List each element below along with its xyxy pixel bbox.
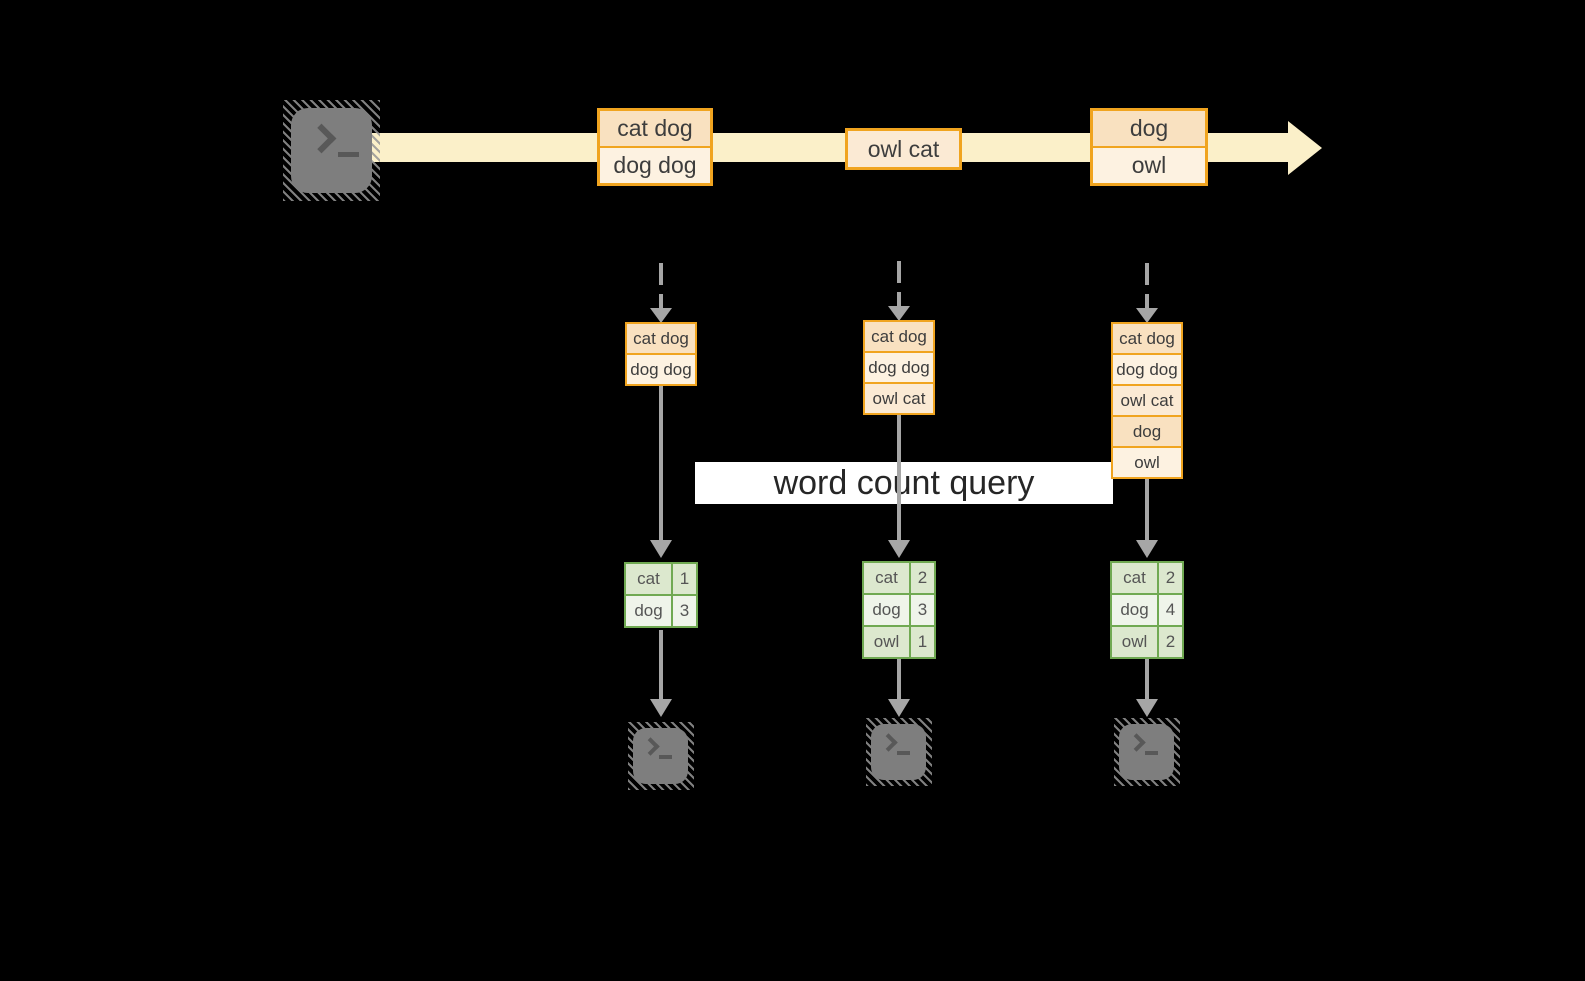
state-box-2: cat dog dog dog owl cat <box>863 320 935 415</box>
event-line: dog <box>1093 111 1205 146</box>
down-arrowhead-icon <box>1136 699 1158 717</box>
word-cell: cat <box>626 564 671 594</box>
dashed-down-arrow <box>659 263 663 309</box>
dashed-down-arrow <box>1145 263 1149 309</box>
query-label: word count query <box>695 462 1113 504</box>
down-arrowhead-icon <box>650 540 672 558</box>
down-arrow <box>1145 479 1149 542</box>
state-row: cat dog <box>1113 324 1181 353</box>
word-cell: cat <box>1112 563 1157 593</box>
count-cell: 3 <box>673 596 696 626</box>
prompt-chevron-icon <box>306 123 337 154</box>
down-arrow <box>659 386 663 542</box>
state-row: owl cat <box>865 382 933 413</box>
count-cell: 2 <box>1159 563 1182 593</box>
prompt-underscore-icon <box>338 152 359 157</box>
state-row: dog dog <box>865 351 933 382</box>
stream-event-1: cat dog dog dog <box>597 108 713 186</box>
word-cell: owl <box>864 627 909 657</box>
word-cell: dog <box>626 596 671 626</box>
down-arrow <box>897 659 901 700</box>
word-cell: cat <box>864 563 909 593</box>
prompt-chevron-icon <box>879 733 898 752</box>
prompt-underscore-icon <box>897 751 910 755</box>
word-cell: dog <box>1112 595 1157 625</box>
count-cell: 1 <box>911 627 934 657</box>
stream-event-3: dog owl <box>1090 108 1208 186</box>
count-cell: 1 <box>673 564 696 594</box>
down-arrowhead-icon <box>888 699 910 717</box>
prompt-chevron-icon <box>1127 733 1146 752</box>
count-cell: 2 <box>911 563 934 593</box>
state-row: dog <box>1113 415 1181 446</box>
state-row: owl cat <box>1113 384 1181 415</box>
count-cell: 2 <box>1159 627 1182 657</box>
prompt-underscore-icon <box>659 755 672 759</box>
event-line: dog dog <box>600 146 710 183</box>
state-row: dog dog <box>1113 353 1181 384</box>
state-row: owl <box>1113 446 1181 477</box>
event-line: owl <box>1093 146 1205 183</box>
event-line: owl cat <box>848 131 959 167</box>
stream-event-2: owl cat <box>845 128 962 170</box>
terminal-icon <box>291 108 372 193</box>
down-arrowhead-icon <box>650 699 672 717</box>
prompt-chevron-icon <box>641 737 660 756</box>
down-arrowhead-icon <box>888 306 910 321</box>
terminal-icon <box>1119 724 1174 780</box>
terminal-icon <box>871 724 926 780</box>
down-arrow <box>1145 659 1149 700</box>
word-cell: dog <box>864 595 909 625</box>
down-arrowhead-icon <box>1136 308 1158 323</box>
stream-right-arrow-icon <box>1288 121 1322 175</box>
down-arrow <box>897 415 901 542</box>
event-line: cat dog <box>600 111 710 146</box>
down-arrow <box>659 630 663 700</box>
terminal-icon <box>633 728 688 784</box>
state-box-1: cat dog dog dog <box>625 322 697 386</box>
state-row: dog dog <box>627 353 695 384</box>
count-table-1: cat 1 dog 3 <box>624 562 698 628</box>
state-box-3: cat dog dog dog owl cat dog owl <box>1111 322 1183 479</box>
down-arrowhead-icon <box>1136 540 1158 558</box>
dashed-down-arrow <box>897 261 901 307</box>
state-row: cat dog <box>627 324 695 353</box>
count-cell: 3 <box>911 595 934 625</box>
count-table-2: cat 2 dog 3 owl 1 <box>862 561 936 659</box>
state-row: cat dog <box>865 322 933 351</box>
prompt-underscore-icon <box>1145 751 1158 755</box>
word-cell: owl <box>1112 627 1157 657</box>
down-arrowhead-icon <box>888 540 910 558</box>
count-cell: 4 <box>1159 595 1182 625</box>
count-table-3: cat 2 dog 4 owl 2 <box>1110 561 1184 659</box>
down-arrowhead-icon <box>650 308 672 323</box>
